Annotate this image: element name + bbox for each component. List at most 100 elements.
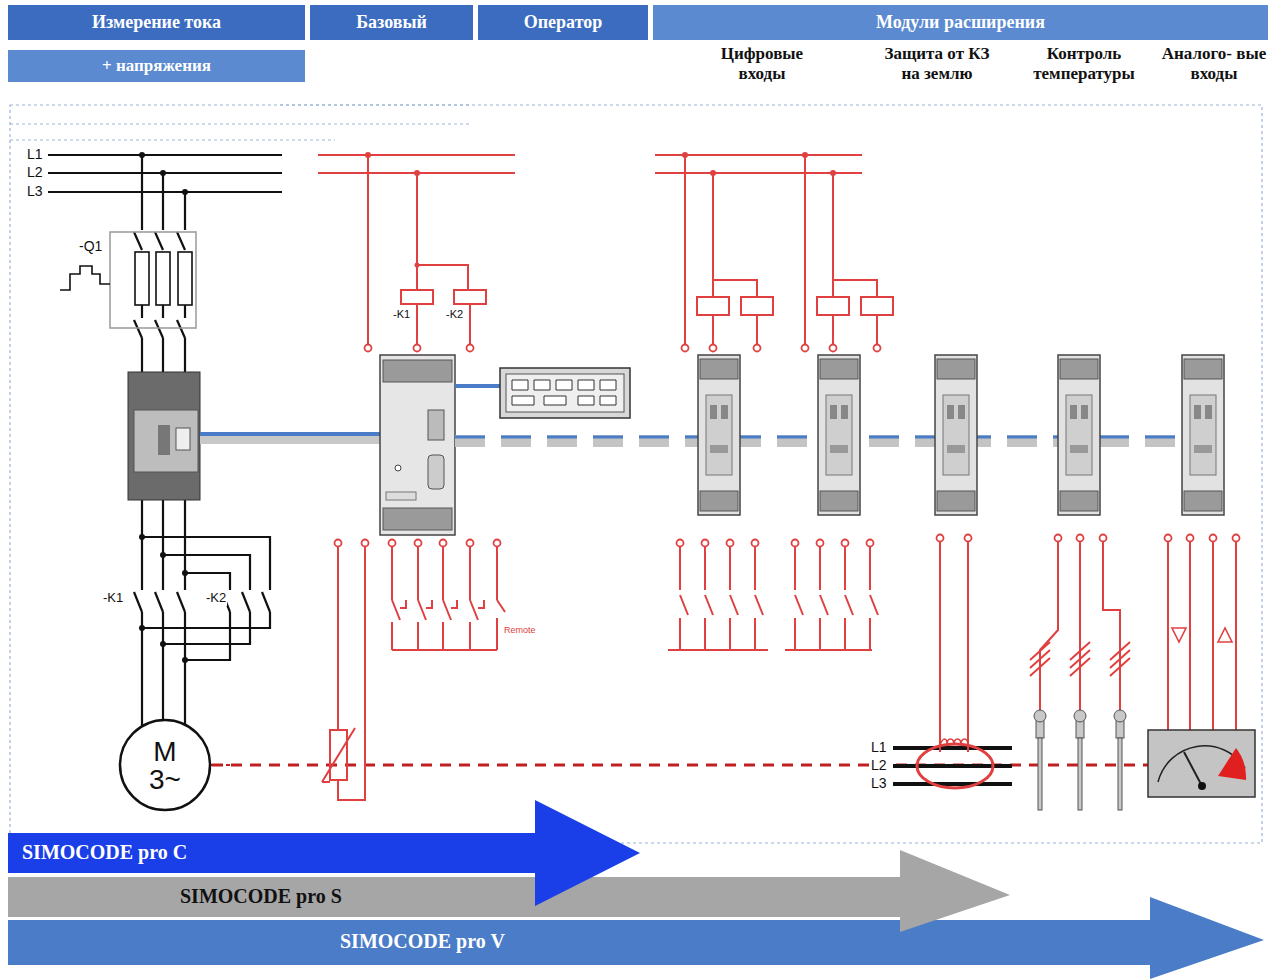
- device-tag: -Q1: [78, 238, 103, 254]
- operator-panel: [500, 368, 630, 418]
- power-circuit: [142, 537, 270, 590]
- arrow-body: [8, 897, 1264, 979]
- motor-label: M3~: [122, 724, 208, 808]
- junction-dot: [160, 641, 166, 647]
- control-wiring: [368, 155, 470, 345]
- control-wiring: [338, 546, 365, 800]
- junction-dot: [182, 570, 188, 576]
- phase-label: L2: [870, 757, 888, 773]
- module-heading: Защита от КЗ на землю: [874, 44, 1000, 83]
- terminal: [710, 345, 717, 352]
- motor-label: M: [153, 738, 176, 766]
- analog-meter: [1148, 730, 1255, 797]
- junction-dot: [182, 189, 188, 195]
- terminal: [362, 540, 369, 547]
- control-wiring: [1030, 642, 1130, 676]
- current-module: [158, 425, 170, 455]
- signal-name: Remote: [503, 625, 537, 635]
- control-wiring: [392, 618, 497, 650]
- current-module: [176, 428, 190, 450]
- power-circuit: [142, 612, 270, 660]
- control-wiring: [680, 595, 878, 615]
- phase-label: L1: [870, 739, 888, 755]
- device-tag: -K2: [205, 591, 227, 606]
- fuse: [178, 252, 192, 305]
- frame: [10, 105, 1262, 843]
- terminal: [415, 540, 422, 547]
- terminal: [1210, 535, 1217, 542]
- analog-meter: [1198, 782, 1206, 790]
- column-subheader: + напряжения: [8, 50, 305, 82]
- column-header: Измерение тока: [8, 5, 305, 40]
- base-unit: [380, 355, 455, 535]
- power-circuit: [142, 612, 185, 726]
- analog-meter: [1148, 730, 1255, 797]
- temperature-sensor: [1118, 738, 1122, 810]
- base-unit: [383, 508, 452, 530]
- junction-dot: [139, 625, 145, 631]
- version-arrow: SIMOCODE pro C: [8, 800, 642, 906]
- control-wiring: [655, 155, 878, 650]
- schematic: [698, 355, 740, 515]
- terminal: [752, 540, 759, 547]
- terminal: [414, 345, 421, 352]
- bus-cable: [455, 384, 500, 388]
- current-module: [128, 372, 200, 500]
- power-circuit: [48, 155, 282, 765]
- arrow-body: [8, 850, 1010, 932]
- terminal: [754, 345, 761, 352]
- control-wiring: [400, 600, 484, 608]
- junction-dot: [160, 552, 166, 558]
- temperature-sensor: [1038, 738, 1042, 810]
- fuse: [156, 252, 170, 305]
- header-text: Измерение тока: [92, 12, 221, 33]
- junction-dot: [139, 152, 145, 158]
- temperature-sensor: [1034, 710, 1046, 722]
- bus-cable: [200, 432, 380, 436]
- device-tag: -K1: [102, 591, 124, 606]
- base-unit: [428, 410, 444, 440]
- fuse: [135, 252, 149, 305]
- power-circuit: [142, 338, 185, 372]
- terminal: [1233, 535, 1240, 542]
- control-wiring: [392, 546, 497, 600]
- power-circuit: [134, 592, 185, 612]
- power-circuit: [142, 305, 185, 318]
- power-circuit: [134, 320, 185, 338]
- control-wiring: [940, 542, 968, 752]
- junction-dot: [139, 534, 145, 540]
- module-heading: Контроль температуры: [1015, 44, 1153, 83]
- column-header: Модули расширения: [653, 5, 1268, 40]
- temperature-sensor: [1074, 710, 1086, 722]
- operator-panel: [500, 368, 630, 418]
- arrow-text: SIMOCODE pro S: [180, 885, 342, 908]
- column-header: Базовый: [310, 5, 473, 40]
- device-tag: -K1: [392, 308, 411, 321]
- terminal: [1055, 535, 1062, 542]
- schematic: [1182, 355, 1224, 515]
- junction-dot: [365, 152, 836, 268]
- signal-direction-symbol: [1172, 628, 1232, 642]
- module-heading: Аналого- вые входы: [1160, 44, 1268, 83]
- current-module: [134, 410, 198, 472]
- junction-dot: [415, 263, 420, 268]
- terminal: [682, 345, 689, 352]
- terminal: [1165, 535, 1172, 542]
- motor-label: 3~: [149, 766, 181, 794]
- header-text: + напряжения: [102, 56, 211, 76]
- relay-coil: [697, 297, 893, 315]
- terminal: [440, 540, 447, 547]
- analog-meter: [1184, 752, 1202, 786]
- power-circuit: [48, 155, 282, 192]
- control-wiring: [668, 618, 872, 650]
- header-text: Оператор: [524, 12, 603, 33]
- terminal: [335, 540, 342, 547]
- base-unit: [395, 465, 401, 471]
- motor-symbol: [120, 720, 210, 810]
- terminal: [830, 345, 837, 352]
- base-unit: [428, 455, 444, 489]
- terminal: [792, 540, 799, 547]
- transformer-winding: [940, 739, 968, 745]
